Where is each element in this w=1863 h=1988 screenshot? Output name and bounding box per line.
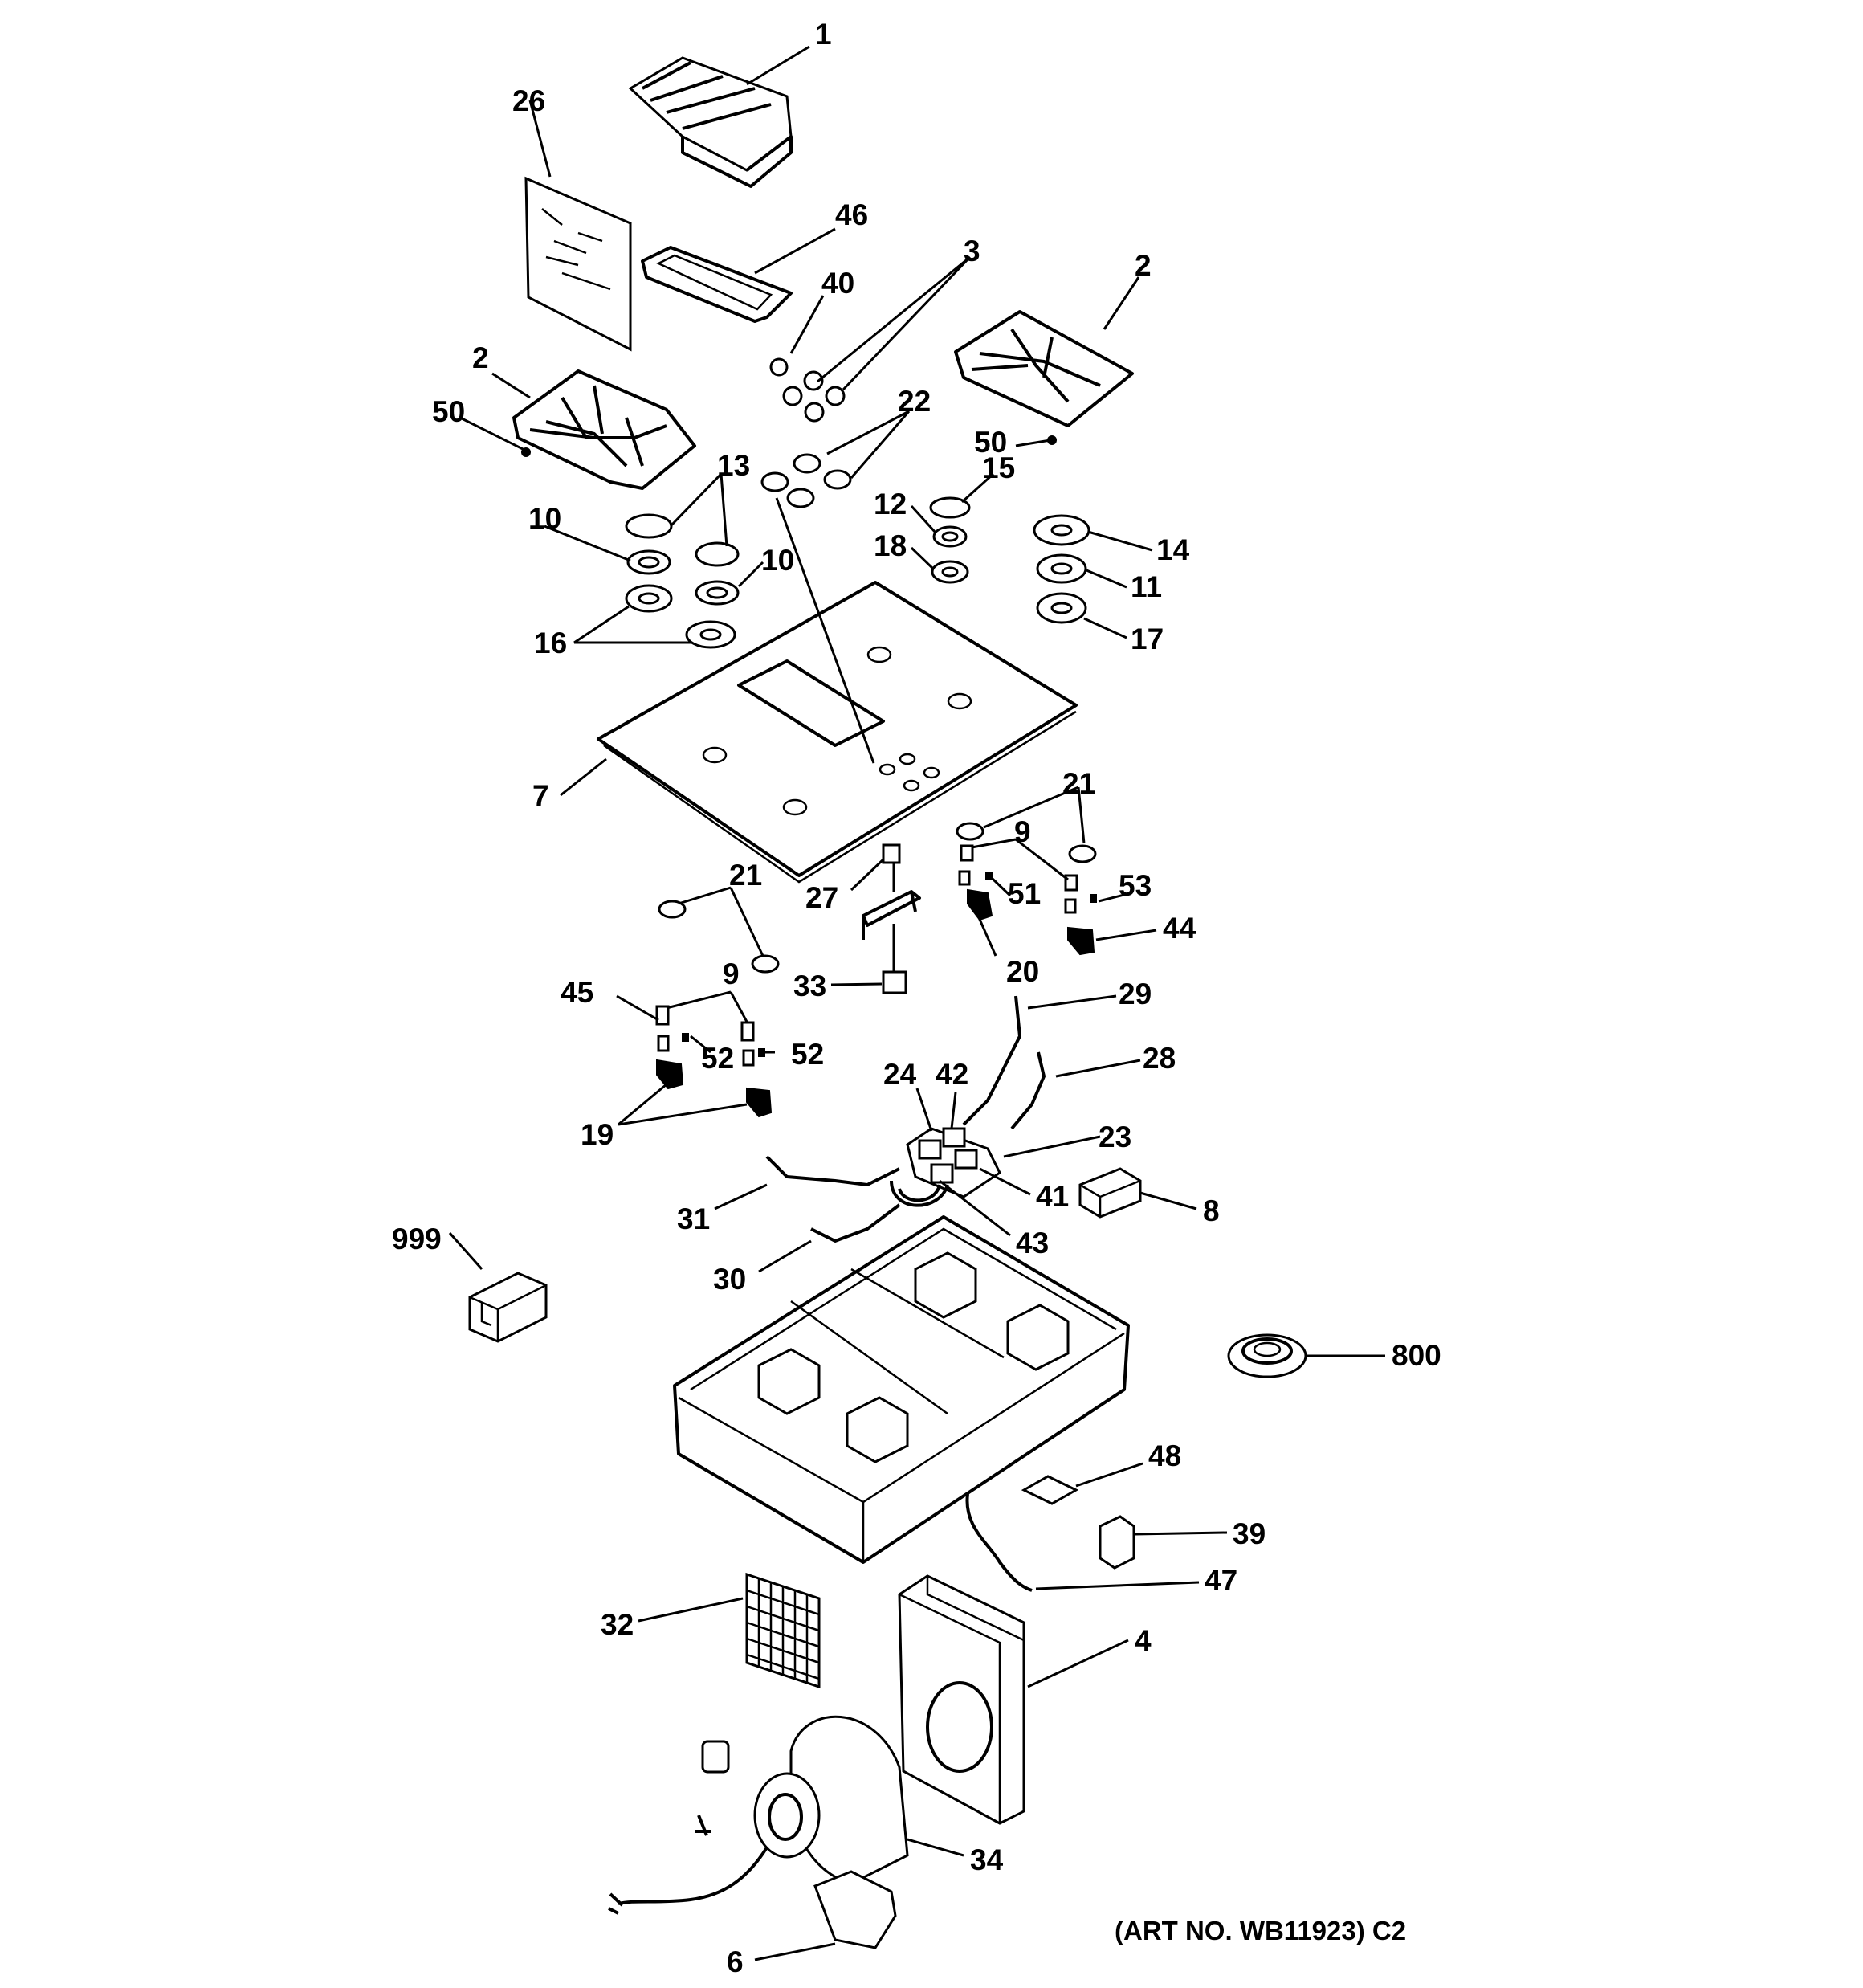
callout-28: 28	[1143, 1042, 1176, 1075]
manifold-and-tubing	[765, 995, 1046, 1243]
left-burner-assemblies	[625, 513, 740, 649]
valve-parts-right	[862, 822, 1097, 994]
callout-51: 51	[1008, 877, 1041, 910]
center-burner-assembly	[929, 496, 971, 584]
callout-42: 42	[936, 1058, 968, 1091]
callout-32: 32	[601, 1608, 634, 1641]
callout-33: 33	[793, 970, 826, 1002]
callout-45: 45	[561, 976, 593, 1009]
callout-8: 8	[1203, 1194, 1220, 1227]
callout-10-mid: 10	[761, 544, 794, 577]
callout-19: 19	[581, 1118, 614, 1151]
callout-39: 39	[1233, 1517, 1266, 1550]
callout-2-right: 2	[1135, 249, 1152, 282]
callout-21-right: 21	[1062, 767, 1095, 800]
callout-9-right: 9	[1014, 815, 1031, 848]
callout-26: 26	[512, 84, 545, 117]
callout-34: 34	[970, 1843, 1004, 1876]
callout-15: 15	[982, 451, 1015, 484]
part-800-ring	[1227, 1333, 1307, 1378]
callout-9-left: 9	[723, 957, 740, 990]
part-32-filter	[745, 1572, 821, 1689]
callout-40: 40	[821, 267, 854, 300]
part-47-wire	[965, 1493, 1033, 1592]
callout-2-left: 2	[472, 341, 489, 374]
callout-20: 20	[1006, 955, 1039, 988]
part-6-cover	[813, 1870, 897, 1949]
part-48-label	[1021, 1475, 1079, 1505]
part-50-screws	[521, 435, 1057, 457]
callout-7: 7	[532, 779, 549, 812]
burner-box-housing	[673, 1215, 1130, 1564]
part-999-box	[468, 1272, 548, 1343]
callout-53: 53	[1119, 869, 1152, 902]
part-40-3-knobs	[769, 357, 846, 423]
callout-800: 800	[1392, 1339, 1441, 1372]
callout-999: 999	[392, 1223, 442, 1255]
part-4-blower-panel	[898, 1574, 1025, 1825]
part-2-left-grate	[512, 369, 696, 490]
callout-1: 1	[815, 18, 832, 51]
callout-29: 29	[1119, 978, 1152, 1010]
part-26-instruction-sheet	[524, 176, 632, 352]
callout-50-left: 50	[432, 395, 465, 428]
callout-6: 6	[727, 1945, 744, 1978]
part-34-blower-motor	[608, 1715, 909, 1915]
art-number-label: (ART NO. WB11923) C2	[1115, 1916, 1406, 1945]
part-2-right-grate	[954, 310, 1134, 427]
callout-52-left: 52	[701, 1042, 734, 1075]
part-39-switch	[1099, 1515, 1135, 1570]
right-burner-assembly	[1033, 514, 1090, 624]
callout-14: 14	[1156, 533, 1190, 566]
callout-12: 12	[874, 488, 907, 520]
callout-18: 18	[874, 529, 907, 562]
callout-41: 41	[1036, 1180, 1069, 1213]
callout-31: 31	[677, 1202, 710, 1235]
callout-24: 24	[883, 1058, 917, 1091]
callout-30: 30	[713, 1263, 746, 1296]
callout-4: 4	[1135, 1624, 1152, 1657]
part-7-cooktop	[597, 497, 1078, 884]
callout-50-right: 50	[974, 426, 1007, 459]
callout-21-left: 21	[729, 859, 762, 892]
callout-46: 46	[835, 198, 868, 231]
part-46-gasket	[641, 246, 793, 323]
leader-lines	[448, 45, 1385, 1961]
valve-parts-left	[655, 900, 780, 1118]
callout-48: 48	[1148, 1439, 1181, 1472]
callout-22: 22	[898, 385, 931, 418]
callout-10-top: 10	[528, 502, 561, 535]
callout-52-right: 52	[791, 1038, 824, 1071]
part-8-bracket	[1078, 1167, 1142, 1219]
callout-17: 17	[1131, 623, 1164, 655]
part-1-grille-cover	[628, 56, 793, 188]
callout-43: 43	[1016, 1227, 1049, 1259]
callout-16: 16	[534, 627, 567, 659]
callout-27: 27	[805, 881, 838, 914]
callout-47: 47	[1205, 1564, 1237, 1597]
callout-13: 13	[717, 449, 750, 482]
callout-labels: 1 26 46 3 40 2 2 50 50 22 13 15 12 14 10…	[392, 18, 1441, 1978]
callout-3: 3	[964, 235, 980, 267]
callout-23: 23	[1099, 1121, 1131, 1153]
callout-44: 44	[1163, 912, 1196, 945]
part-22-bezels	[760, 453, 852, 508]
callout-11: 11	[1131, 570, 1162, 603]
